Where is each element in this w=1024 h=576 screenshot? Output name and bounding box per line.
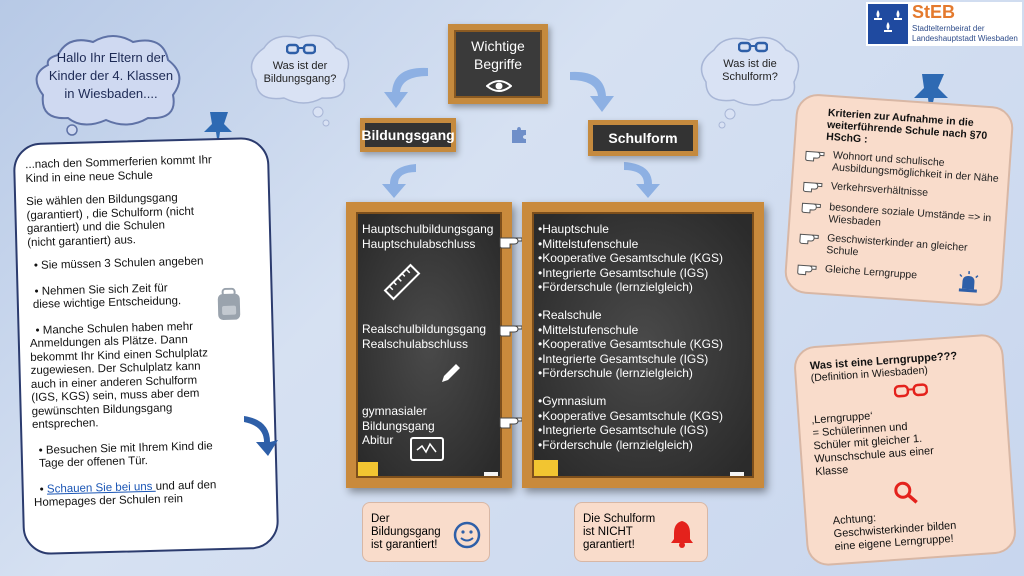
fleur-de-lis-icon bbox=[868, 4, 908, 44]
diploma-icon bbox=[410, 436, 446, 462]
curved-arrow-right-icon bbox=[566, 66, 618, 114]
g1-line-2: Hauptschulabschluss bbox=[362, 236, 476, 251]
note-bildungsgang: Der Bildungsgang ist garantiert! bbox=[362, 502, 490, 562]
thought-left-line-2: Bildungsgang? bbox=[263, 73, 337, 85]
greeting-line-2: Kinder der 4. Klassen bbox=[48, 68, 174, 83]
schulform-c-2: •Kooperative Gesamtschule (KGS) bbox=[538, 408, 723, 423]
pushpin-icon bbox=[198, 108, 238, 148]
note-right-line-1: Die Schulform bbox=[583, 513, 656, 525]
pointing-hand-icon bbox=[797, 261, 818, 276]
curved-arrow-left-icon bbox=[380, 62, 432, 110]
greeting-line-1: Hallo Ihr Eltern der bbox=[56, 50, 166, 65]
note-right-line-3: garantiert! bbox=[583, 539, 635, 551]
schulform-a-2: •Mittelstufenschule bbox=[538, 236, 639, 251]
curved-arrow-down-left-icon bbox=[380, 160, 420, 200]
schulform-c-4: •Förderschule (lernzielgleich) bbox=[538, 437, 693, 452]
thought-right-line-1: Was ist die bbox=[723, 58, 777, 70]
label-schulform: Schulform bbox=[588, 120, 698, 156]
note-left-line-3: ist garantiert! bbox=[371, 539, 438, 551]
schulform-c-1: •Gymnasium bbox=[538, 394, 607, 408]
center-board-line-1: Wichtige bbox=[471, 38, 525, 54]
curved-arrow-down-right-icon bbox=[620, 158, 664, 200]
criteria-item-3: besondere soziale Umstände => in Wiesbad… bbox=[828, 201, 992, 229]
sponge bbox=[534, 460, 558, 476]
glasses-icon bbox=[737, 40, 769, 53]
g2-line-2: Realschulabschluss bbox=[362, 336, 469, 351]
puzzle-icon bbox=[510, 126, 528, 144]
schulform-a-4: •Integrierte Gesamtschule (IGS) bbox=[538, 265, 709, 280]
ruler-icon bbox=[382, 262, 422, 302]
logo: StEB Stadtelternbeirat der Landeshauptst… bbox=[866, 2, 1022, 46]
pushpin-icon bbox=[908, 70, 954, 120]
magnifier-icon bbox=[892, 479, 920, 507]
board-bildungsgang: Hauptschulbildungsgang Hauptschulabschlu… bbox=[346, 202, 512, 488]
greeting-line-3: in Wiesbaden.... bbox=[64, 86, 158, 101]
note-left-line-2: Bildungsgang bbox=[371, 526, 441, 538]
criteria-item-5: Gleiche Lerngruppe bbox=[824, 263, 918, 282]
logo-subtitle-1: Stadtelternbeirat der bbox=[912, 24, 985, 33]
schulform-b-4: •Integrierte Gesamtschule (IGS) bbox=[538, 351, 709, 366]
pointing-hand-icon bbox=[802, 178, 823, 193]
glasses-icon bbox=[893, 382, 929, 398]
label-bildungsgang-text: Bildungsgang bbox=[361, 127, 455, 143]
thought-cloud-left: Was ist der Bildungsgang? bbox=[244, 28, 356, 128]
g2-line-1: Realschulbildungsgang bbox=[362, 322, 487, 336]
criteria-item-4: Geschwisterkinder an gleicher Schule bbox=[825, 232, 968, 259]
backpack-icon bbox=[215, 287, 244, 322]
note-left-line-1: Der bbox=[371, 513, 390, 525]
bell-icon bbox=[669, 519, 695, 549]
schulform-a-3: •Kooperative Gesamtschule (KGS) bbox=[538, 251, 723, 265]
sponge bbox=[358, 462, 378, 476]
smiley-icon bbox=[453, 521, 481, 549]
siren-icon bbox=[956, 270, 981, 294]
logo-subtitle-2: Landeshauptstadt Wiesbaden bbox=[912, 34, 1018, 43]
criteria-card: Kriterien zur Aufnahme in die weiterführ… bbox=[783, 92, 1015, 308]
pointing-hand-icon bbox=[498, 320, 524, 338]
g3-line-1: gymnasialer Bildungsgang bbox=[362, 404, 435, 433]
note-right-line-2: ist NICHT bbox=[583, 526, 633, 538]
pencil-icon bbox=[438, 360, 464, 386]
label-bildungsgang: Bildungsgang bbox=[360, 118, 456, 152]
schulform-b-5: •Förderschule (lernzielgleich) bbox=[538, 366, 693, 380]
schulform-a-1: •Hauptschule bbox=[538, 222, 609, 236]
g1-line-1: Hauptschulbildungsgang bbox=[362, 222, 494, 236]
pointing-hand-icon bbox=[498, 412, 524, 430]
thought-cloud-right: Was ist die Schulform? bbox=[694, 30, 806, 130]
logo-title: StEB bbox=[912, 2, 956, 22]
glasses-icon bbox=[285, 42, 317, 55]
center-board-line-2: Begriffe bbox=[474, 56, 522, 72]
schulform-b-3: •Kooperative Gesamtschule (KGS) bbox=[538, 337, 723, 351]
chalk-piece bbox=[484, 472, 498, 476]
schulform-b-1: •Realschule bbox=[538, 308, 602, 322]
pointing-hand-icon bbox=[804, 147, 825, 162]
chalk-piece bbox=[730, 472, 744, 476]
schulform-c-3: •Integrierte Gesamtschule (IGS) bbox=[538, 423, 709, 437]
greeting-cloud: Hallo Ihr Eltern der Kinder der 4. Klass… bbox=[28, 30, 188, 136]
center-board: Wichtige Begriffe bbox=[448, 24, 548, 104]
lerngruppe-card: Was ist eine Lerngruppe??? (Definition i… bbox=[792, 332, 1018, 568]
thought-right-line-2: Schulform? bbox=[722, 71, 778, 83]
g3-line-2: Abitur bbox=[362, 433, 394, 447]
arrow-down-right-icon bbox=[240, 410, 280, 458]
pointing-hand-icon bbox=[799, 230, 820, 245]
label-schulform-text: Schulform bbox=[608, 130, 678, 146]
board-schulform: •Hauptschule •Mittelstufenschule •Kooper… bbox=[522, 202, 764, 488]
eye-icon bbox=[485, 78, 513, 94]
schulform-a-5: •Förderschule (lernzielgleich) bbox=[538, 280, 693, 294]
schulform-b-2: •Mittelstufenschule bbox=[538, 322, 639, 337]
bullet-5-rest: und auf den bbox=[155, 478, 217, 493]
steb-link[interactable]: Schauen Sie bei uns bbox=[46, 480, 156, 496]
note-schulform: Die Schulform ist NICHT garantiert! bbox=[574, 502, 708, 562]
info-card: ...nach den Sommerferien kommt Ihr Kind … bbox=[12, 136, 280, 556]
thought-left-line-1: Was ist der bbox=[272, 60, 328, 72]
pointing-hand-icon bbox=[801, 199, 822, 214]
pointing-hand-icon bbox=[498, 232, 524, 250]
criteria-item-1: Wohnort und schulische Ausbildungsmöglic… bbox=[831, 149, 1000, 185]
criteria-item-2: Verkehrsverhältnisse bbox=[830, 180, 929, 199]
